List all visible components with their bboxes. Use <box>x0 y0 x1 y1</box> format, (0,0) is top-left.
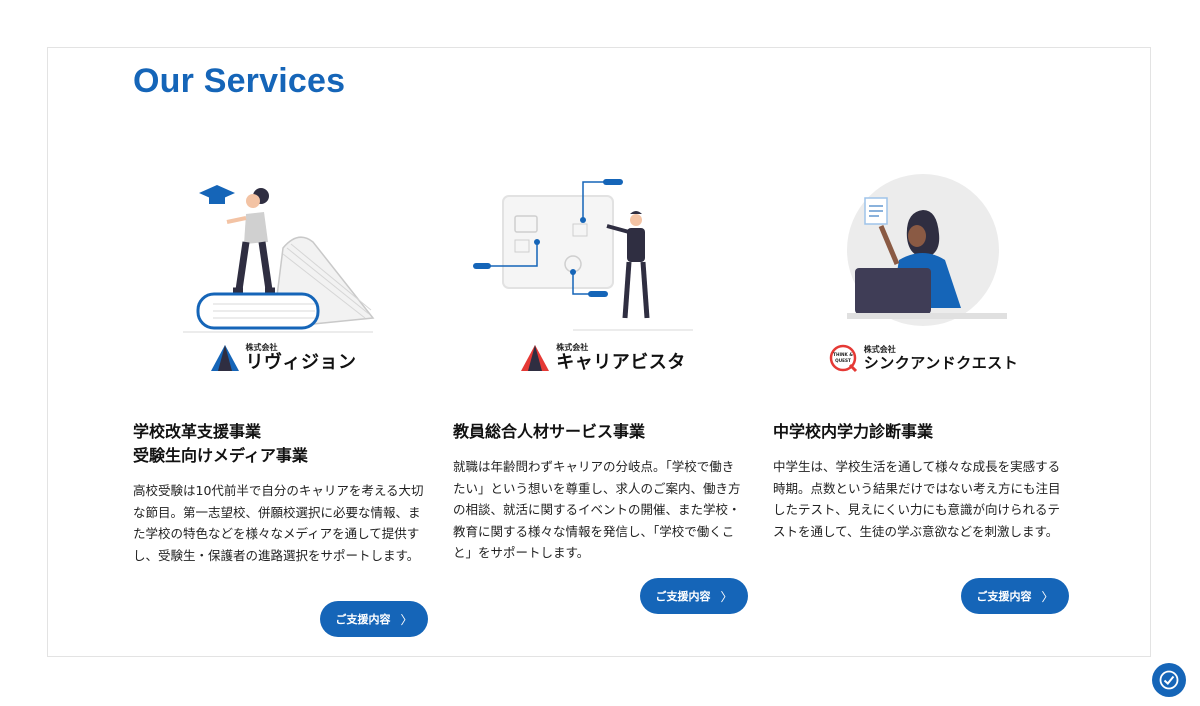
company-logo: THINK & QUEST 株式会社 シンクアンドクエスト <box>773 340 1073 376</box>
button-label: ご支援内容 <box>335 613 391 626</box>
woman-with-graduation-cap-on-books-illustration <box>183 185 375 333</box>
chevron-right-icon: 〉 <box>1041 589 1054 604</box>
section-title: Our Services <box>133 62 346 100</box>
svg-text:QUEST: QUEST <box>835 358 851 363</box>
support-details-button[interactable]: ご支援内容 〉 <box>640 578 748 614</box>
think-and-quest-logo-icon: THINK & QUEST <box>829 344 857 373</box>
service-card-think-and-quest: THINK & QUEST 株式会社 シンクアンドクエスト 中学校内学力診断事業… <box>773 48 1073 658</box>
button-label: ご支援内容 <box>976 590 1032 603</box>
accessibility-check-icon <box>1159 670 1179 690</box>
logo-company-type: 株式会社 <box>556 343 589 352</box>
company-logo: 株式会社 リヴィジョン <box>133 340 433 376</box>
card-description: 中学生は、学校生活を通して様々な成長を実感する時期。点数という結果だけではない考… <box>773 459 1061 539</box>
card-description: 高校受験は10代前半で自分のキャリアを考える大切な節目。第一志望校、併願校選択に… <box>133 483 424 563</box>
accessibility-check-button[interactable] <box>1152 663 1186 697</box>
ridivision-triangle-logo-icon <box>210 345 239 371</box>
logo-company-name: シンクアンドクエスト <box>863 353 1019 372</box>
services-section: Our Services <box>47 47 1186 697</box>
woman-with-laptop-reading-document-illustration <box>847 174 1007 326</box>
service-card-revision: 株式会社 リヴィジョン 学校改革支援事業 受験生向けメディア事業 高校受験は10… <box>133 48 433 658</box>
company-logo: 株式会社 キャリアビスタ <box>453 340 753 376</box>
service-card-careervista: 株式会社 キャリアビスタ 教員総合人材サービス事業 就職は年齢問わずキャリアの分… <box>453 48 753 658</box>
card-heading: 学校改革支援事業 受験生向けメディア事業 <box>133 422 308 465</box>
card-heading: 教員総合人材サービス事業 <box>453 422 646 441</box>
support-details-button[interactable]: ご支援内容 〉 <box>961 578 1069 614</box>
chevron-right-icon: 〉 <box>400 612 413 627</box>
logo-company-type: 株式会社 <box>863 344 896 354</box>
button-label: ご支援内容 <box>655 590 711 603</box>
man-presenting-diagram-illustration <box>473 179 693 331</box>
chevron-right-icon: 〉 <box>720 589 733 604</box>
logo-company-name: キャリアビスタ <box>556 352 686 373</box>
careervista-triangle-logo-icon <box>521 345 550 371</box>
logo-company-name: リヴィジョン <box>245 352 357 373</box>
svg-text:THINK &: THINK & <box>833 352 853 357</box>
support-details-button[interactable]: ご支援内容 〉 <box>320 601 428 637</box>
card-heading: 中学校内学力診断事業 <box>773 422 934 441</box>
card-description: 就職は年齢問わずキャリアの分岐点。「学校で働きたい」という想いを尊重し、求人のご… <box>453 459 741 560</box>
logo-company-type: 株式会社 <box>245 343 278 352</box>
